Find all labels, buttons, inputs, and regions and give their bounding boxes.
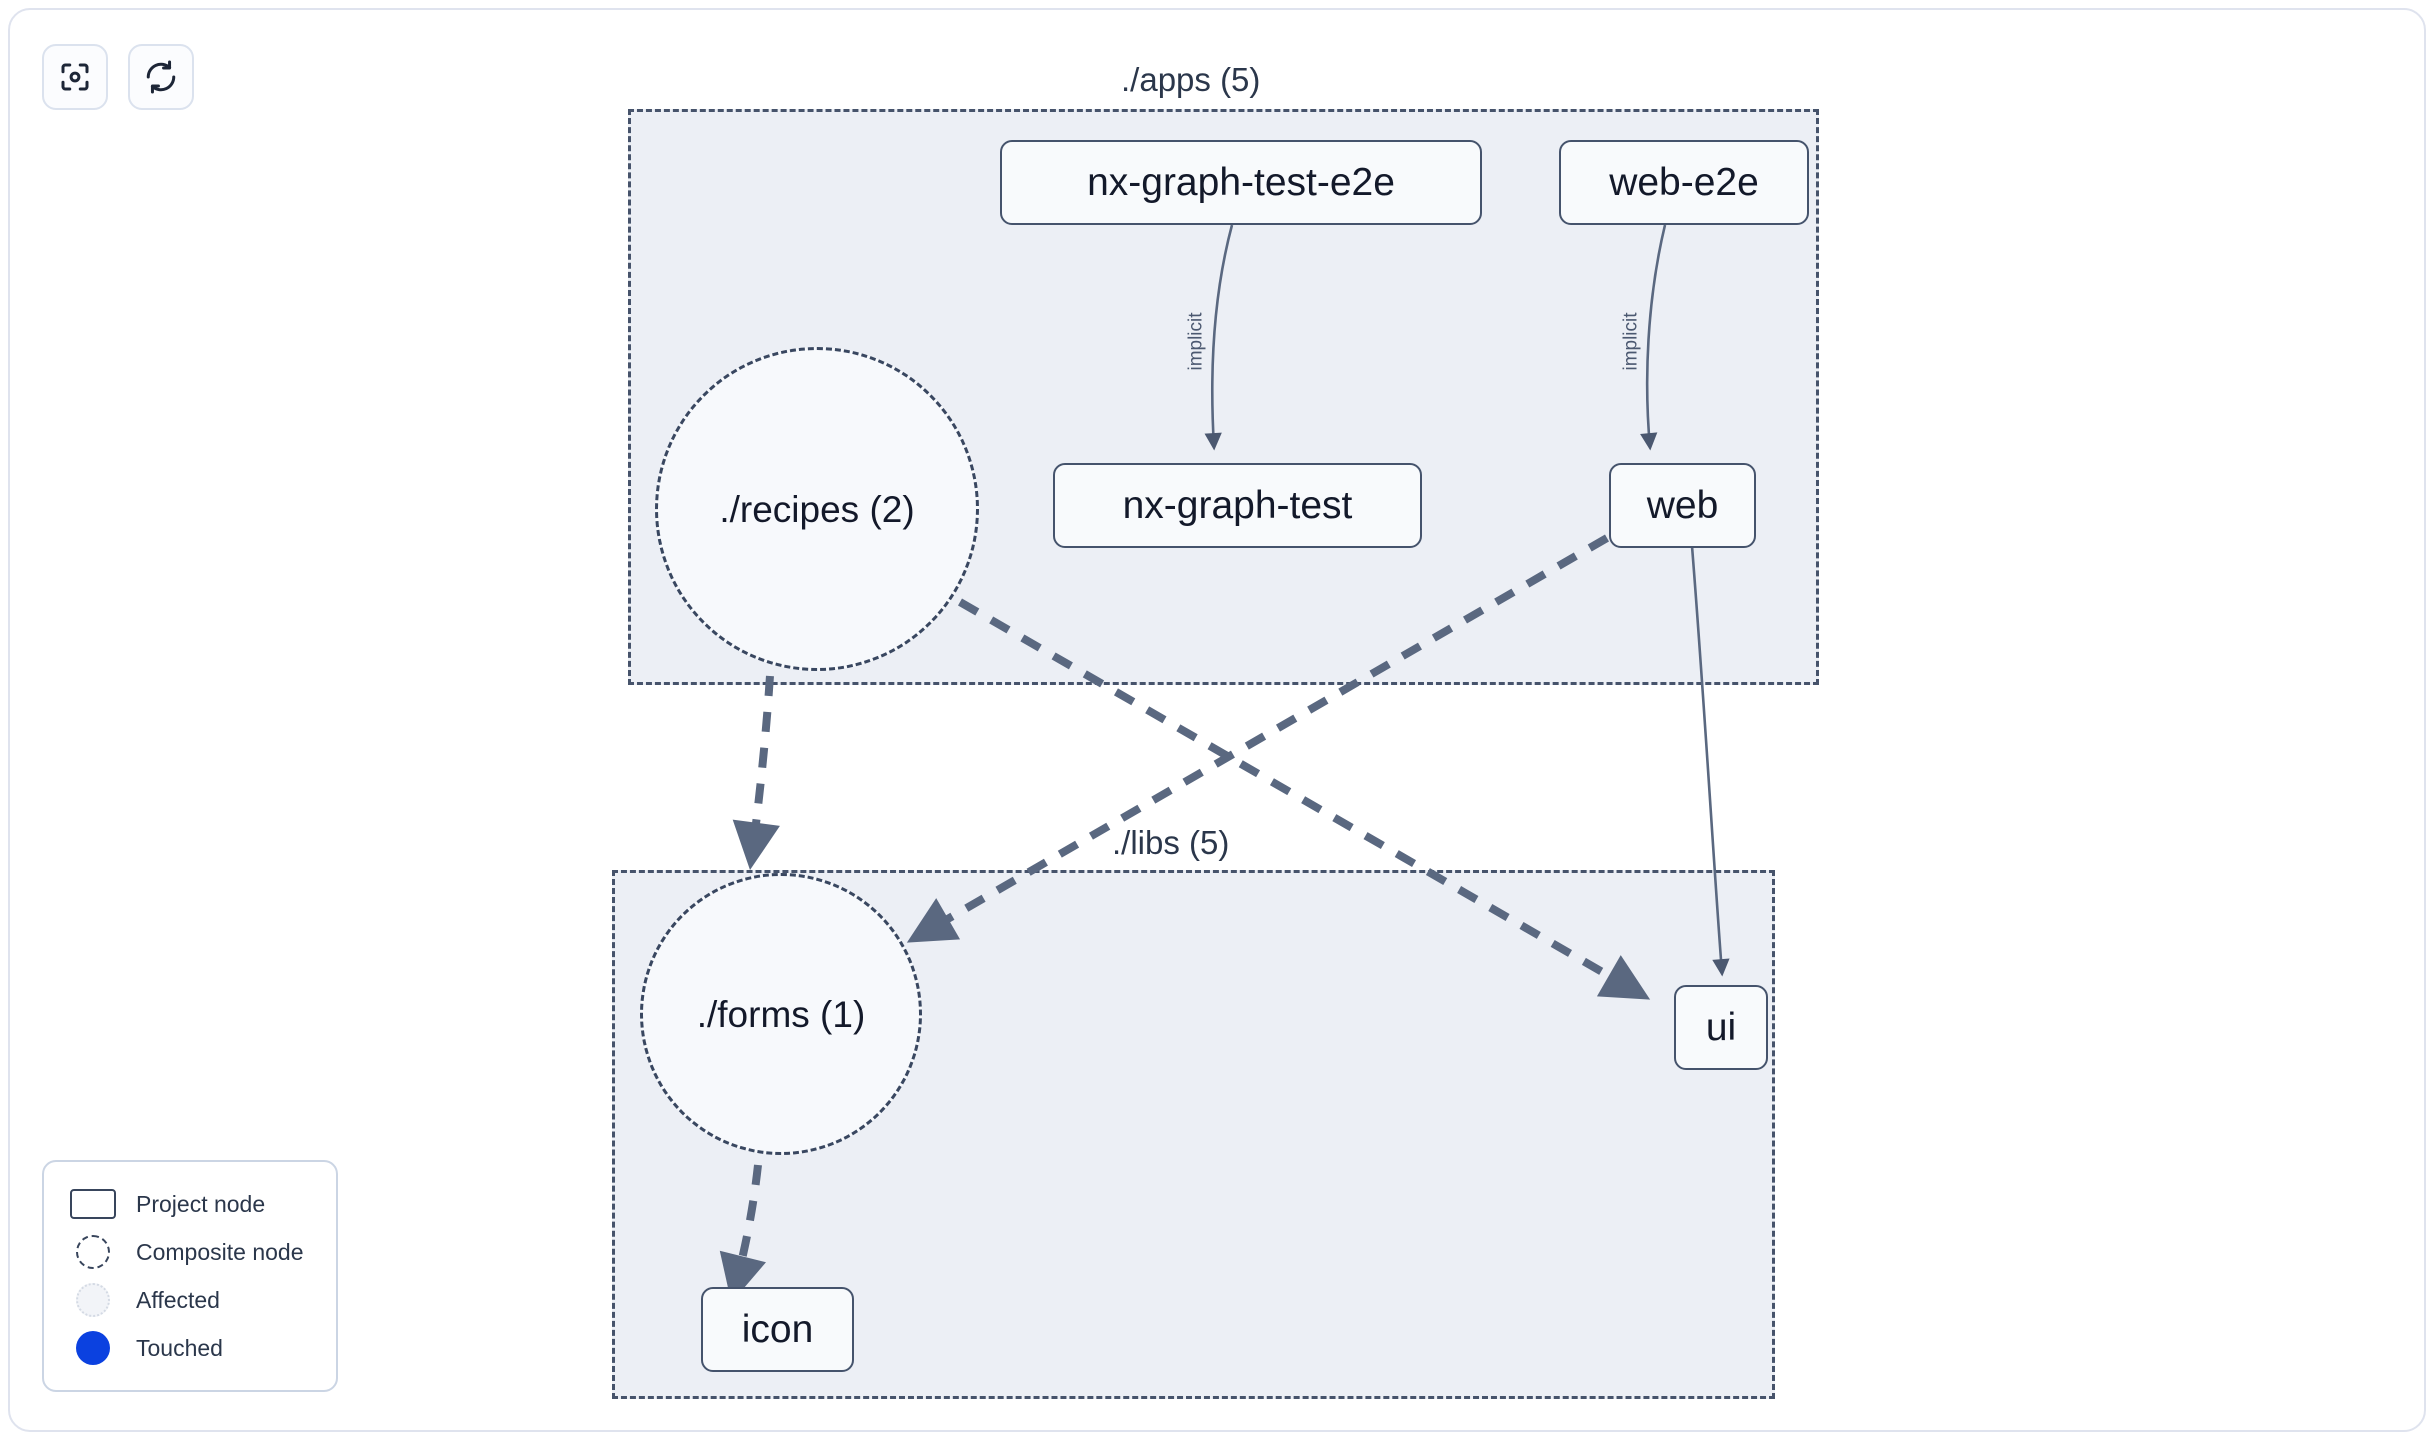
focus-target-icon — [57, 59, 93, 95]
legend-item-project-node: Project node — [66, 1180, 316, 1228]
edge-label-implicit-1: implicit — [1185, 312, 1207, 371]
affected-swatch — [66, 1283, 120, 1317]
group-label-apps: ./apps (5) — [1115, 63, 1267, 96]
project-graph-panel: ./apps (5) ./libs (5) — [8, 8, 2426, 1432]
node-icon[interactable]: icon — [701, 1287, 854, 1372]
node-label: ./recipes (2) — [719, 488, 915, 530]
node-label: nx-graph-test-e2e — [1087, 161, 1395, 204]
node-ui[interactable]: ui — [1674, 985, 1768, 1070]
group-label-libs: ./libs (5) — [1106, 826, 1236, 859]
legend-label: Composite node — [136, 1238, 304, 1265]
legend-item-affected: Affected — [66, 1276, 316, 1324]
legend-label: Project node — [136, 1190, 266, 1217]
node-label: web-e2e — [1609, 161, 1759, 204]
node-label: nx-graph-test — [1122, 484, 1353, 527]
graph-legend: Project node Composite node Affected Tou… — [42, 1160, 338, 1392]
node-nx-graph-test-e2e[interactable]: nx-graph-test-e2e — [1000, 140, 1482, 225]
edge-label-implicit-2: implicit — [1620, 312, 1642, 371]
legend-label: Touched — [136, 1334, 223, 1361]
refresh-graph-button[interactable] — [128, 44, 194, 110]
focus-graph-button[interactable] — [42, 44, 108, 110]
node-label: web — [1646, 484, 1719, 527]
node-label: icon — [741, 1308, 814, 1351]
legend-item-composite-node: Composite node — [66, 1228, 316, 1276]
refresh-icon — [143, 59, 179, 95]
node-web[interactable]: web — [1609, 463, 1756, 548]
project-node-swatch — [66, 1189, 120, 1219]
node-forms[interactable]: ./forms (1) — [640, 873, 922, 1155]
node-recipes[interactable]: ./recipes (2) — [655, 347, 979, 671]
graph-toolbar — [42, 44, 194, 110]
composite-node-swatch — [66, 1235, 120, 1269]
node-nx-graph-test[interactable]: nx-graph-test — [1053, 463, 1422, 548]
node-web-e2e[interactable]: web-e2e — [1559, 140, 1809, 225]
legend-item-touched: Touched — [66, 1324, 316, 1372]
legend-label: Affected — [136, 1286, 220, 1313]
touched-swatch — [66, 1331, 120, 1365]
node-label: ui — [1705, 1006, 1737, 1049]
graph-canvas[interactable]: ./apps (5) ./libs (5) — [10, 10, 2424, 1430]
node-label: ./forms (1) — [696, 993, 866, 1035]
